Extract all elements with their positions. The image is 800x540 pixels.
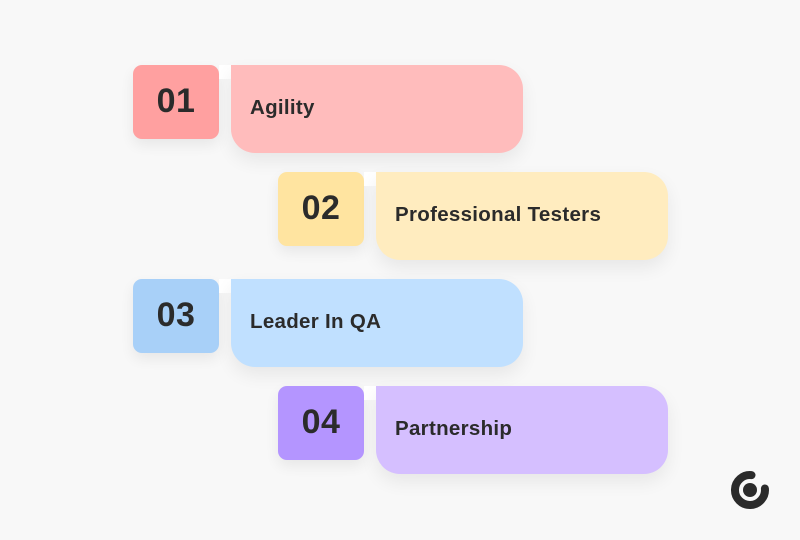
step-02: 02 Professional Testers bbox=[278, 172, 668, 260]
step-number: 03 bbox=[156, 295, 196, 334]
step-number: 02 bbox=[301, 188, 341, 227]
ring-dot-logo-icon bbox=[728, 468, 772, 512]
step-label-card: Partnership bbox=[376, 386, 668, 474]
connector-notch bbox=[219, 279, 231, 293]
connector-notch bbox=[219, 65, 231, 79]
step-label-card: Agility bbox=[231, 65, 523, 153]
step-label: Professional Testers bbox=[395, 203, 602, 226]
step-number: 01 bbox=[156, 81, 196, 120]
step-label-card: Leader In QA bbox=[231, 279, 523, 367]
step-number-box: 01 bbox=[133, 65, 219, 139]
step-label: Partnership bbox=[395, 417, 513, 440]
step-04: 04 Partnership bbox=[278, 386, 668, 474]
step-01: 01 Agility bbox=[133, 65, 523, 153]
step-03: 03 Leader In QA bbox=[133, 279, 523, 367]
step-label: Agility bbox=[250, 96, 315, 119]
step-number: 04 bbox=[301, 402, 341, 441]
connector-notch bbox=[364, 386, 376, 400]
connector-notch bbox=[364, 172, 376, 186]
step-label: Leader In QA bbox=[250, 310, 382, 333]
step-label-card: Professional Testers bbox=[376, 172, 668, 260]
step-number-box: 02 bbox=[278, 172, 364, 246]
step-number-box: 03 bbox=[133, 279, 219, 353]
step-number-box: 04 bbox=[278, 386, 364, 460]
